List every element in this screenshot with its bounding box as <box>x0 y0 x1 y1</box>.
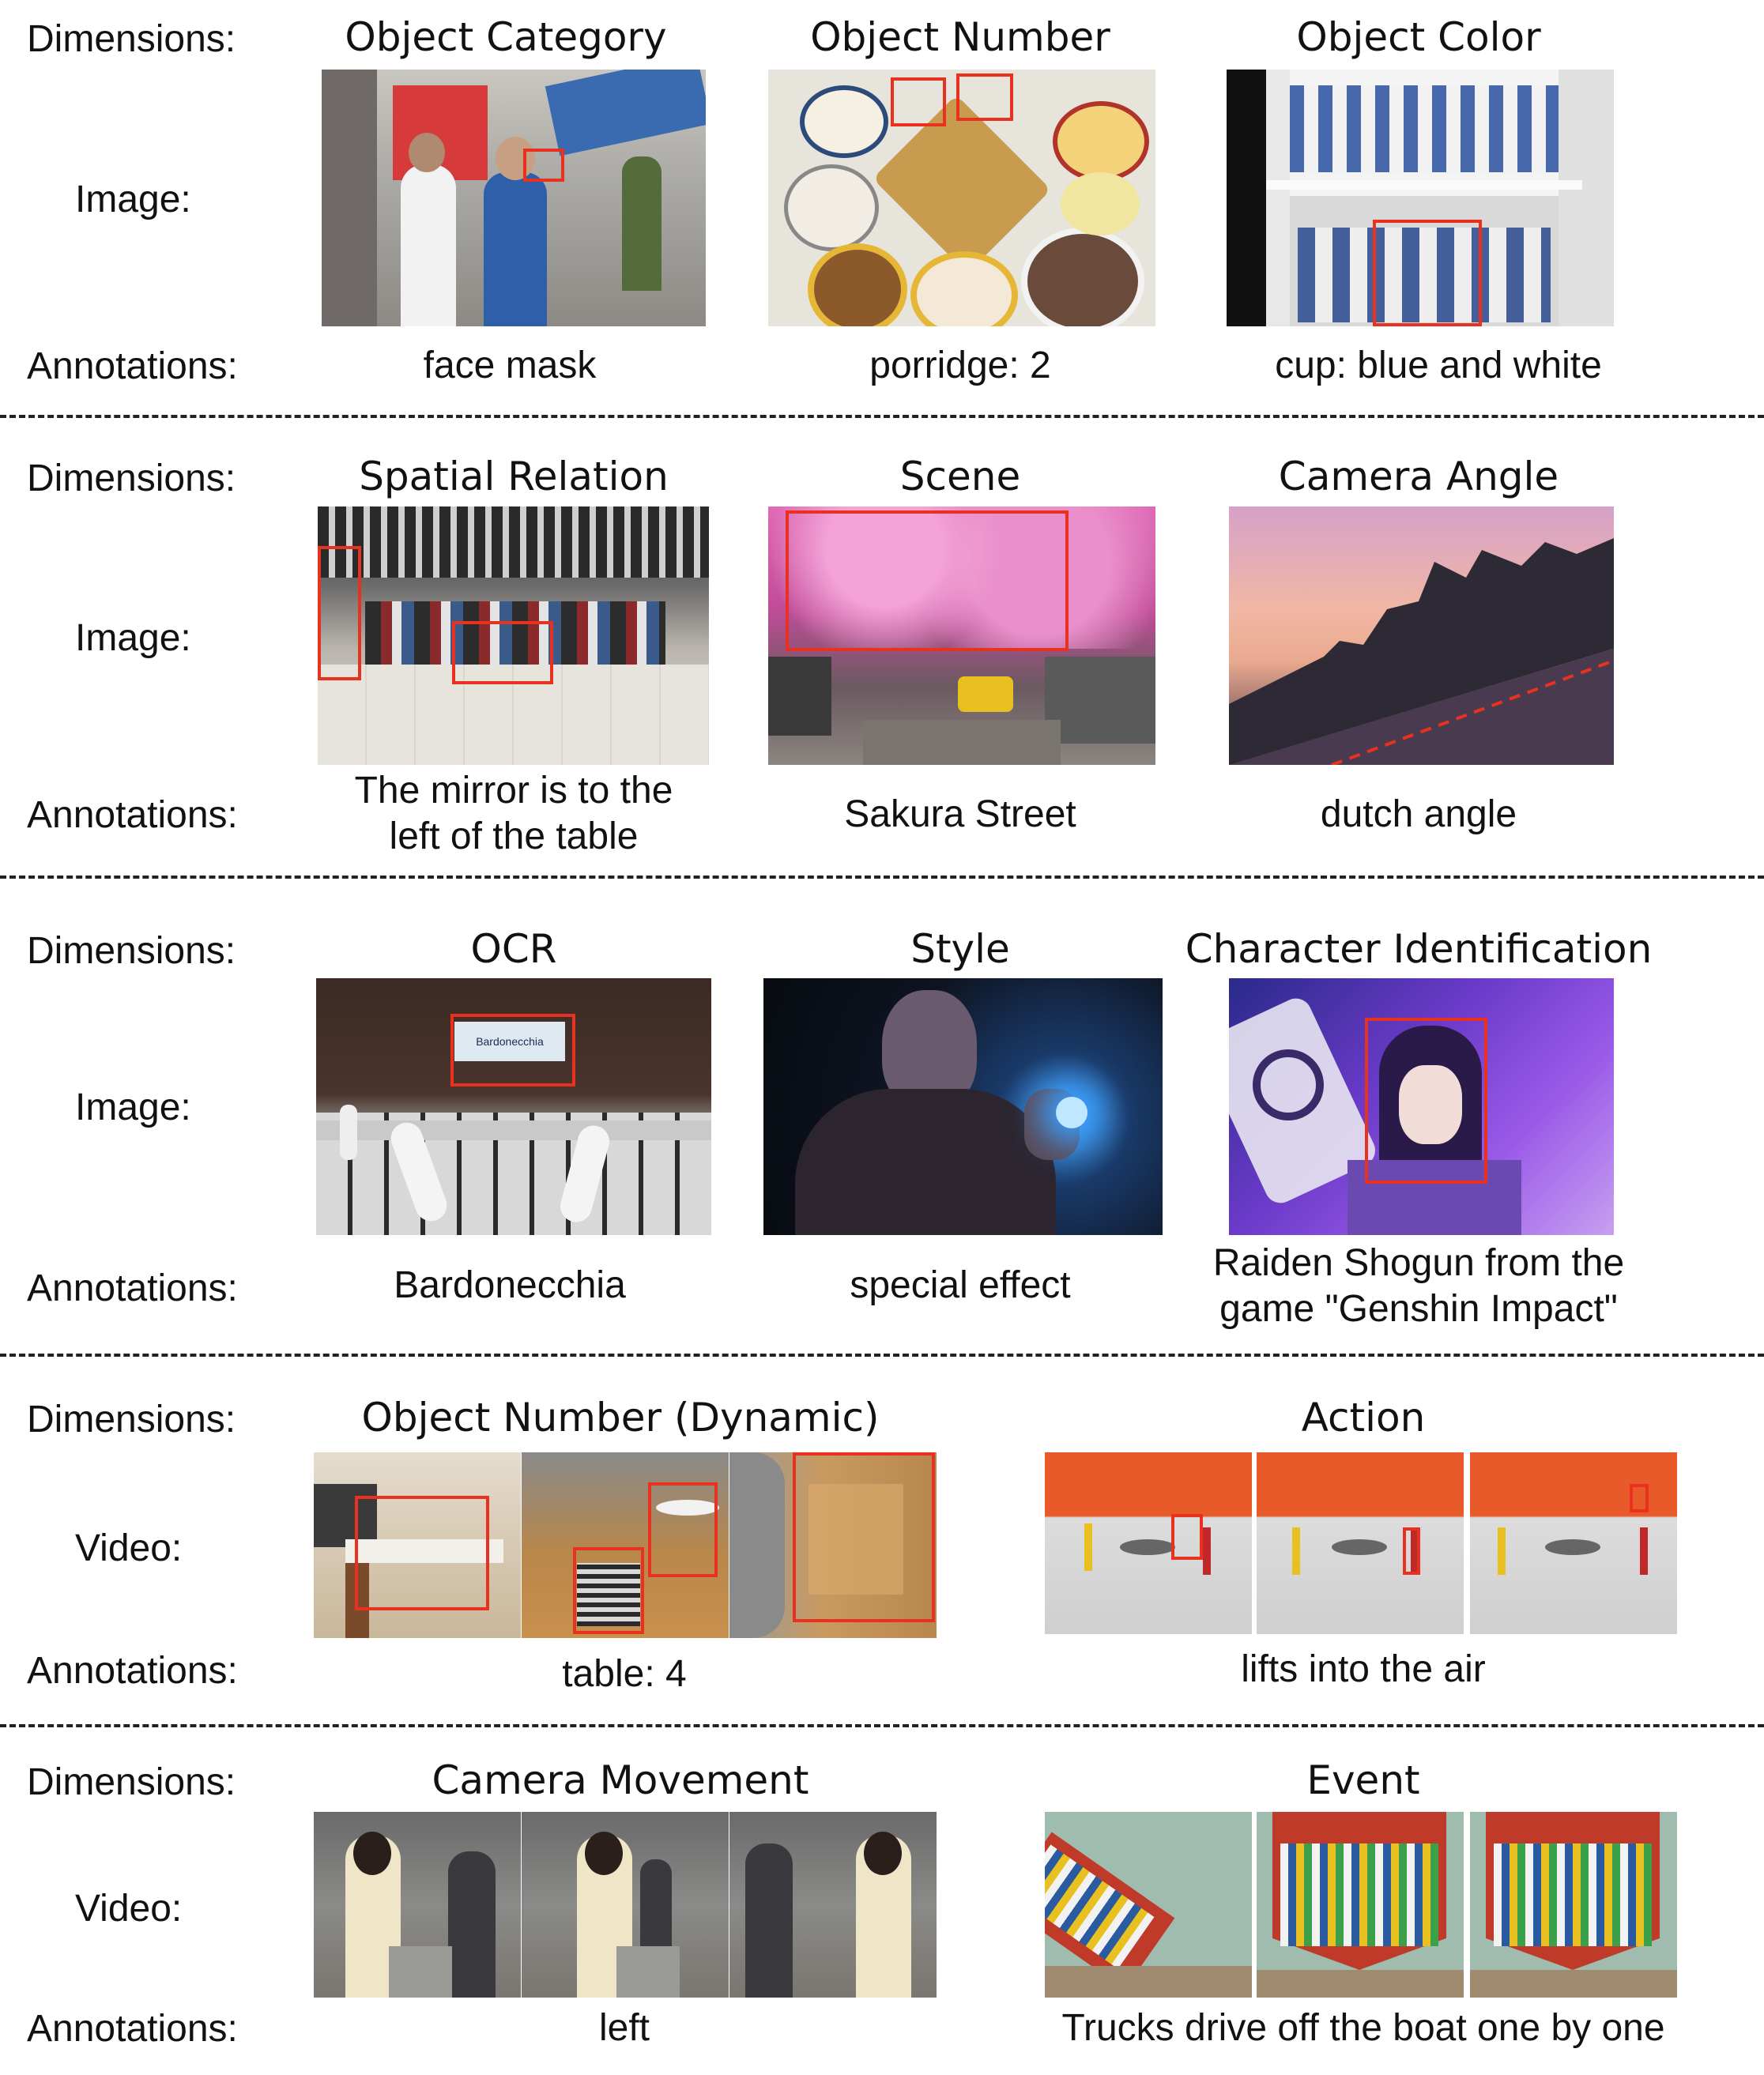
banner-sign: Bardonecchia <box>454 1022 565 1061</box>
row5-video-label: Video: <box>75 1888 183 1930</box>
image-object-number <box>768 70 1155 326</box>
video-frame <box>1045 1812 1252 1998</box>
annotation-object-color: cup: blue and white <box>1275 345 1602 386</box>
row1-image-label: Image: <box>75 179 191 220</box>
dimension-title-object-number: Object Number <box>810 14 1110 60</box>
dimension-title-ocr: OCR <box>470 926 557 972</box>
dimension-title-action: Action <box>1301 1395 1426 1440</box>
row-separator <box>0 876 1764 879</box>
video-frame <box>1257 1452 1464 1634</box>
image-object-color <box>1227 70 1614 326</box>
row5-annotations-label: Annotations: <box>27 2008 238 2050</box>
dimension-title-scene: Scene <box>899 454 1021 499</box>
annotation-line: left of the table <box>389 815 639 857</box>
video-frame <box>1470 1812 1677 1998</box>
dimension-title-event: Event <box>1306 1757 1420 1803</box>
dimension-title-object-category: Object Category <box>345 14 667 60</box>
row4-video-label: Video: <box>75 1527 183 1569</box>
video-frame <box>1470 1452 1677 1634</box>
annotation-object-number: porridge: 2 <box>869 345 1051 386</box>
annotation-line: The mirror is to the <box>354 770 673 812</box>
video-frame <box>1045 1452 1252 1634</box>
video-frame <box>522 1812 729 1998</box>
annotation-scene: Sakura Street <box>844 793 1076 835</box>
video-frame <box>729 1812 937 1998</box>
row4-dimensions-label: Dimensions: <box>27 1399 236 1440</box>
image-spatial-relation <box>318 507 709 765</box>
image-camera-angle <box>1229 507 1614 765</box>
dimension-title-character-identification: Character Identification <box>1185 926 1653 972</box>
video-frame <box>1257 1812 1464 1998</box>
annotation-event: Trucks drive off the boat one by one <box>1061 2007 1665 2049</box>
row-separator <box>0 415 1764 418</box>
row-separator <box>0 1354 1764 1357</box>
annotation-camera-angle: dutch angle <box>1320 793 1517 835</box>
dimension-title-object-number-dynamic: Object Number (Dynamic) <box>361 1395 880 1440</box>
image-scene <box>768 507 1155 765</box>
video-frame <box>314 1452 521 1638</box>
dimension-title-camera-movement: Camera Movement <box>432 1757 809 1803</box>
row4-annotations-label: Annotations: <box>27 1650 238 1692</box>
row2-image-label: Image: <box>75 617 191 659</box>
row3-annotations-label: Annotations: <box>27 1267 238 1309</box>
video-frame <box>314 1812 521 1998</box>
video-frame <box>729 1452 937 1638</box>
image-character-identification <box>1229 978 1614 1235</box>
image-ocr: Bardonecchia <box>316 978 711 1235</box>
row1-dimensions-label: Dimensions: <box>27 18 236 60</box>
row1-annotations-label: Annotations: <box>27 345 238 387</box>
annotation-camera-movement: left <box>598 2007 650 2049</box>
annotation-line: game "Genshin Impact" <box>1219 1288 1618 1330</box>
row5-dimensions-label: Dimensions: <box>27 1761 236 1803</box>
dimension-title-spatial-relation: Spatial Relation <box>359 454 669 499</box>
dimension-title-style: Style <box>910 926 1010 972</box>
row2-dimensions-label: Dimensions: <box>27 458 236 499</box>
annotation-object-number-dynamic: table: 4 <box>562 1653 687 1695</box>
annotation-character-identification: Raiden Shogun from the game "Genshin Imp… <box>1178 1241 1660 1332</box>
annotation-action: lifts into the air <box>1241 1648 1486 1690</box>
annotation-object-category: face mask <box>423 345 597 386</box>
annotation-style: special effect <box>850 1264 1071 1306</box>
row2-annotations-label: Annotations: <box>27 794 238 836</box>
annotation-line: Raiden Shogun from the <box>1212 1242 1625 1284</box>
video-frame <box>522 1452 729 1638</box>
image-object-category <box>322 70 706 326</box>
annotation-ocr: Bardonecchia <box>394 1264 626 1306</box>
row3-image-label: Image: <box>75 1086 191 1128</box>
image-style <box>763 978 1163 1235</box>
row3-dimensions-label: Dimensions: <box>27 930 236 972</box>
dimension-title-object-color: Object Color <box>1296 14 1541 60</box>
row-separator <box>0 1724 1764 1727</box>
dimension-title-camera-angle: Camera Angle <box>1278 454 1559 499</box>
annotation-spatial-relation: The mirror is to the left of the table <box>312 768 715 860</box>
